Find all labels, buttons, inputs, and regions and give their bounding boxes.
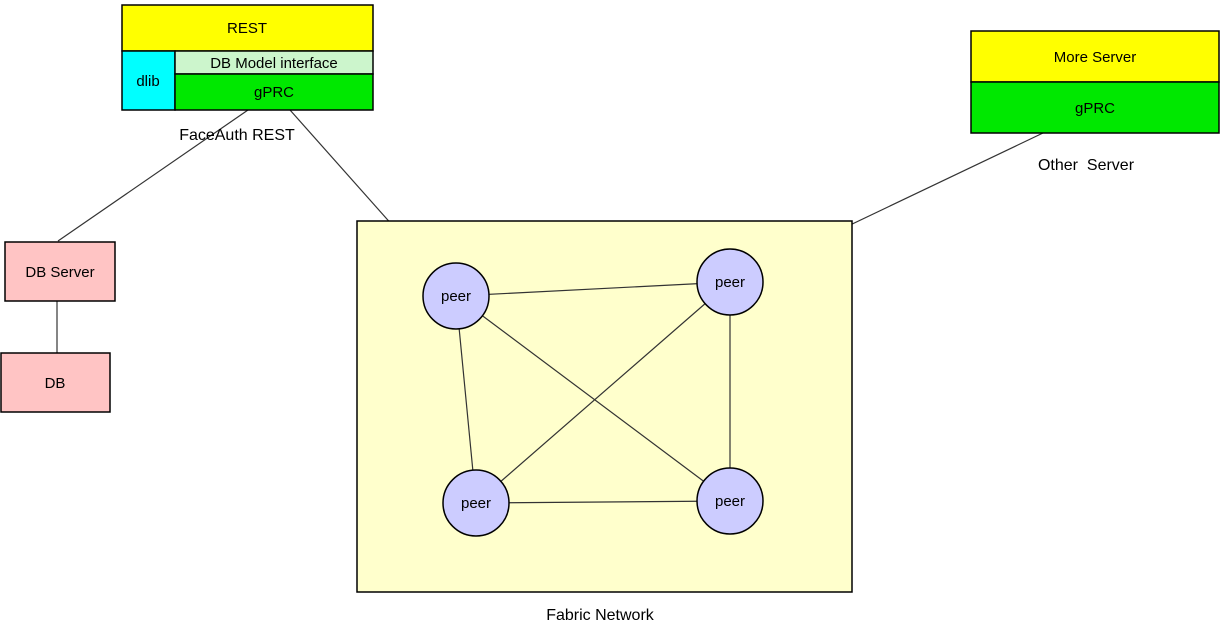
other-server-gprc-box <box>970 81 1220 134</box>
edge-peer-tl-tr <box>455 281 731 297</box>
more-server-box <box>970 30 1220 83</box>
fabric-network-caption: Fabric Network <box>546 607 655 624</box>
db-label: DB <box>45 375 66 392</box>
other-server-gprc-label: gPRC <box>1075 100 1115 117</box>
more-server-label: More Server <box>1054 49 1137 66</box>
peer-node-bottom-left: peer <box>442 469 510 537</box>
peer-circle <box>422 262 490 330</box>
peer-circle <box>696 467 764 535</box>
faceauth-rest-group: REST dlib DB Model interface gPRC FaceAu… <box>121 4 374 144</box>
db-box <box>0 352 111 413</box>
peer-circle <box>696 248 764 316</box>
faceauth-gprc-box <box>174 73 374 111</box>
peer-node-top-right: peer <box>696 248 764 316</box>
peer-label: peer <box>461 495 491 512</box>
other-server-group: More Server gPRC Other Server <box>970 30 1220 174</box>
faceauth-gprc-label: gPRC <box>254 84 294 101</box>
other-server-caption: Other Server <box>1038 157 1135 174</box>
faceauth-rest-caption: FaceAuth REST <box>179 127 295 144</box>
peer-label: peer <box>715 493 745 510</box>
db-model-interface-label: DB Model interface <box>210 55 338 72</box>
peer-edges <box>455 281 731 504</box>
peer-circle <box>442 469 510 537</box>
edge-peer-tr-bl <box>475 281 731 504</box>
peer-node-top-left: peer <box>422 262 490 330</box>
peer-label: peer <box>441 288 471 305</box>
db-server-group: DB Server <box>4 241 116 302</box>
edge-peer-tl-br <box>455 295 731 502</box>
fabric-network-group: peer peer peer peer Fabric Network <box>356 220 853 624</box>
dlib-box <box>121 50 176 111</box>
peer-node-bottom-right: peer <box>696 467 764 535</box>
dlib-label: dlib <box>136 73 159 90</box>
db-server-label: DB Server <box>25 264 94 281</box>
edge-faceauth-to-dbserver <box>57 109 249 242</box>
edge-peer-tl-bl <box>455 295 477 504</box>
peer-label: peer <box>715 274 745 291</box>
rest-label: REST <box>227 20 267 37</box>
db-group: DB <box>0 352 111 413</box>
db-server-box <box>4 241 116 302</box>
edge-peer-bl-br <box>475 500 731 504</box>
